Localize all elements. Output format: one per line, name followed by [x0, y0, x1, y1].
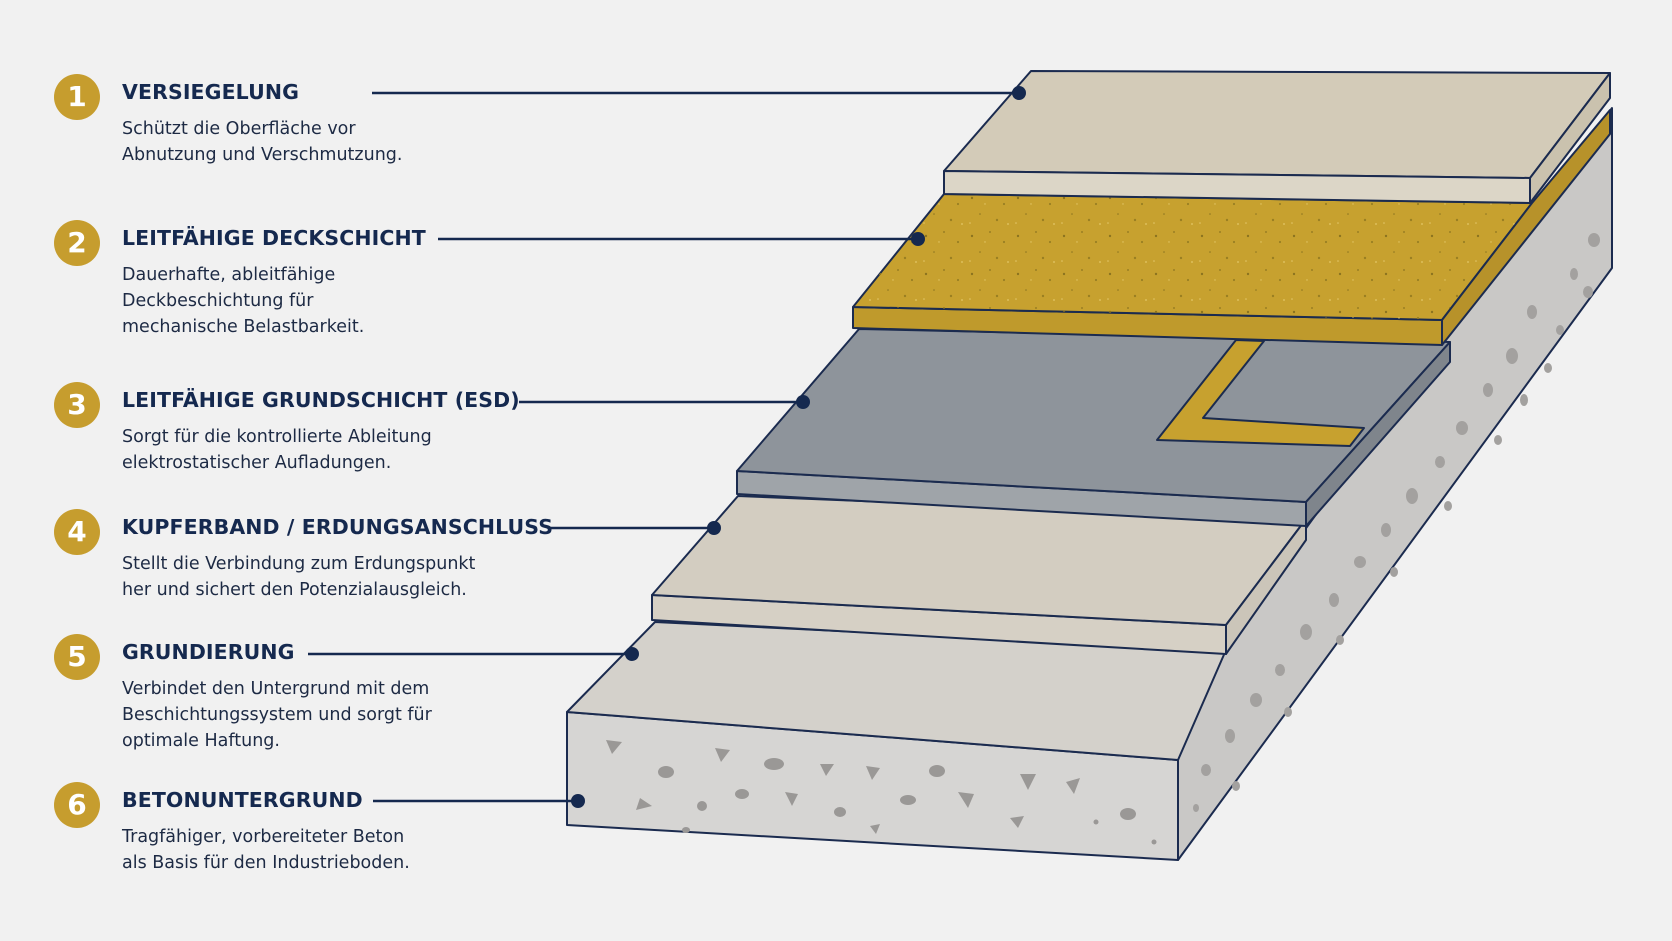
- number-badge: 6: [54, 782, 100, 828]
- esd-side-face: [1305, 341, 1451, 527]
- number-badge: 5: [54, 634, 100, 680]
- number-badge: 4: [54, 509, 100, 555]
- number-badge: 2: [54, 220, 100, 266]
- leader-dot-5: [625, 647, 639, 661]
- top-coat-side-face: [1441, 109, 1611, 346]
- layer-title: VERSIEGELUNG: [122, 80, 300, 104]
- sealing-side-face: [1529, 72, 1611, 204]
- layer-description: Tragfähiger, vorbereiteter Beton als Bas…: [122, 827, 410, 873]
- layer-title: BETONUNTERGRUND: [122, 788, 363, 812]
- leader-dot-1: [1012, 86, 1026, 100]
- layer-description: Stellt die Verbindung zum Erdungspunkt h…: [122, 554, 476, 600]
- leader-dot-2: [911, 232, 925, 246]
- layer-description: Schützt die Oberfläche vor Abnutzung und…: [122, 119, 403, 165]
- layer-title: LEITFÄHIGE DECKSCHICHT: [122, 226, 426, 250]
- leader-dot-6: [571, 794, 585, 808]
- layer-title: LEITFÄHIGE GRUNDSCHICHT (ESD): [122, 388, 520, 412]
- layer-description: Verbindet den Untergrund mit dem Beschic…: [122, 679, 432, 751]
- concrete-side-aggregate: [1193, 233, 1600, 812]
- number-badge: 1: [54, 74, 100, 120]
- concrete-aggregate: [606, 740, 1157, 845]
- number-badge: 3: [54, 382, 100, 428]
- layer-title: GRUNDIERUNG: [122, 640, 295, 664]
- sealing-top-face: [943, 70, 1611, 179]
- copper-strip: [1156, 339, 1365, 447]
- leader-dot-3: [796, 395, 810, 409]
- leader-lines: [308, 86, 1026, 808]
- conductive-base-layer: [736, 328, 1451, 527]
- layer-title: KUPFERBAND / ERDUNGSANSCHLUSS: [122, 515, 554, 539]
- layer-description: Sorgt für die kontrollierte Ableitung el…: [122, 427, 432, 473]
- sealing-layer: [943, 70, 1611, 204]
- concrete-base-layer: [566, 107, 1613, 861]
- primer-layer: [651, 495, 1307, 655]
- primer-side-face: [1225, 518, 1307, 655]
- layer-description: Dauerhafte, ableitfähige Deckbeschichtun…: [122, 265, 365, 337]
- layer-legend: 1 VERSIEGELUNG Schützt die Oberfläche vo…: [0, 0, 560, 941]
- leader-dot-4: [707, 521, 721, 535]
- conductive-top-layer: [852, 109, 1611, 346]
